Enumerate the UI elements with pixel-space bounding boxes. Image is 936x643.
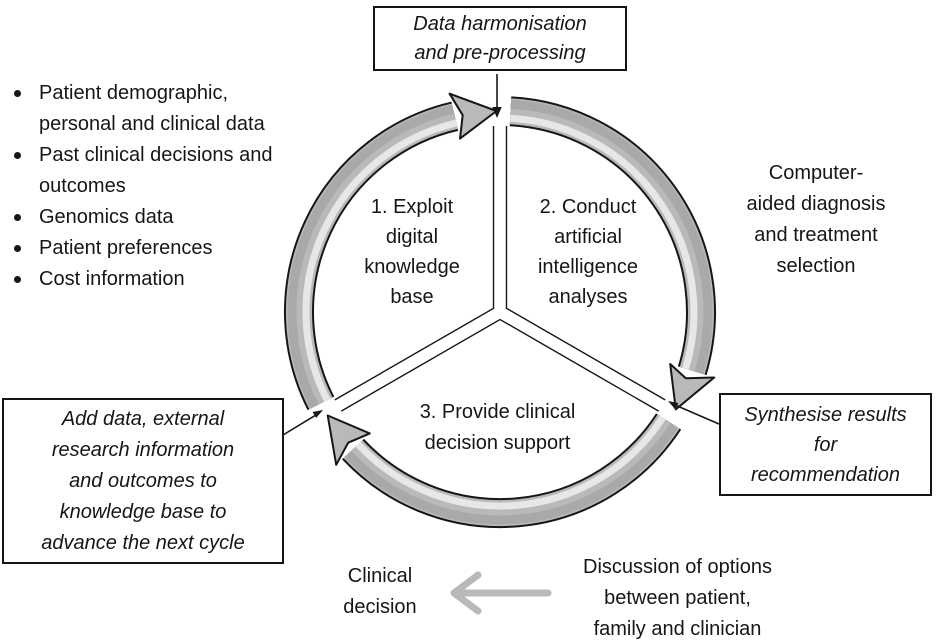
ring-arc3-shade <box>344 422 679 525</box>
sector1-outline <box>334 126 495 401</box>
ring-arrowhead-top-icon <box>448 92 498 140</box>
list-item: Patient preferences <box>8 233 328 264</box>
computer-aided-label: Computer- aided diagnosis and treatment … <box>746 162 886 277</box>
data-inputs-list: Patient demographic, personal and clinic… <box>8 78 328 295</box>
synthesise-results-box: Synthesise results for recommendation <box>719 393 932 496</box>
cycle-step2-label: 2. Conduct artificial intelligence analy… <box>537 196 639 308</box>
list-item: Genomics data <box>8 202 328 233</box>
cycle-step3-label: 3. Provide clinical decision support <box>419 401 576 454</box>
list-item: Cost information <box>8 264 328 295</box>
top-connector-arrowhead-icon <box>492 107 502 118</box>
list-item-text: Past clinical decisions and outcomes <box>39 144 273 197</box>
ring-arc2-highlight <box>509 114 698 370</box>
bullet-dot-icon <box>14 245 21 252</box>
right-box-connector-line <box>676 404 720 425</box>
list-item: Past clinical decisions and outcomes <box>8 140 328 202</box>
ring-arrowhead-bottom-left-icon <box>326 414 371 466</box>
add-data-box: Add data, external research information … <box>2 398 284 564</box>
discussion-label: Discussion of options between patient, f… <box>583 556 772 640</box>
bullet-dot-icon <box>14 276 21 283</box>
bullet-dot-icon <box>14 152 21 159</box>
sector2-outline <box>505 126 666 401</box>
ring-arc3-band <box>343 414 680 527</box>
list-item: Patient demographic, personal and clinic… <box>8 78 328 140</box>
list-item-text: Patient preferences <box>39 237 213 259</box>
box-connectors <box>282 74 720 436</box>
cycle-step1-label: 1. Exploit digital knowledge base <box>364 196 460 308</box>
cycle-ring <box>284 92 716 529</box>
list-item-text: Cost information <box>39 268 185 290</box>
clinical-decision-label: Clinical decision <box>343 565 417 618</box>
bullet-dot-icon <box>14 214 21 221</box>
ring-arc2-shade <box>510 99 713 375</box>
left-box-connector-line <box>282 414 316 436</box>
list-item-text: Patient demographic, personal and clinic… <box>39 82 265 135</box>
data-harmonisation-box: Data harmonisation and pre-processing <box>373 6 627 71</box>
sector-dividers <box>334 126 666 412</box>
left-arrow-icon <box>450 571 552 615</box>
ring-arc1-band <box>286 103 458 410</box>
sector3-outline <box>340 318 660 412</box>
ring-arc3-highlight <box>355 415 666 510</box>
ring-arc1-highlight <box>302 119 458 402</box>
ring-arc2-band <box>509 98 714 375</box>
bullet-dot-icon <box>14 90 21 97</box>
list-item-text: Genomics data <box>39 206 174 228</box>
ring-arc1-shade <box>287 104 455 409</box>
ring-arrowhead-bottom-right-icon <box>669 363 716 411</box>
left-connector-arrowhead-icon <box>312 410 323 418</box>
right-connector-arrowhead-icon <box>668 401 679 409</box>
